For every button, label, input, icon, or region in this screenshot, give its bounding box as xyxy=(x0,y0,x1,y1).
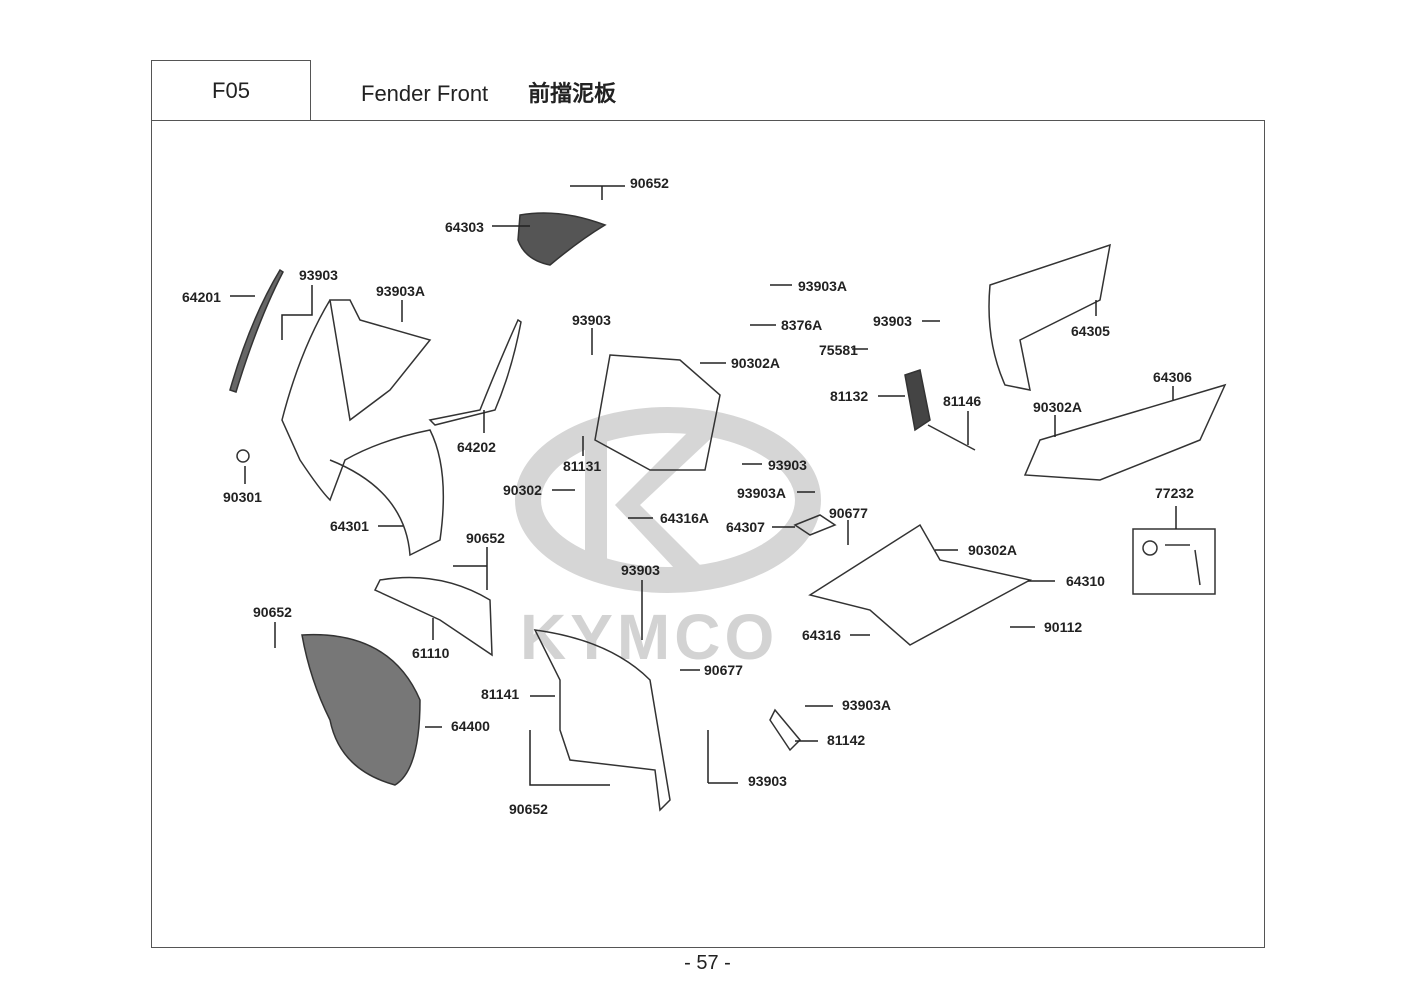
callout-93903: 93903 xyxy=(621,562,660,578)
callout-90652: 90652 xyxy=(630,175,669,191)
part-81142-shape xyxy=(769,708,802,752)
callout-93903: 93903 xyxy=(299,267,338,283)
callout-93903: 93903 xyxy=(748,773,787,789)
page-number: - 57 - xyxy=(684,952,731,974)
callout-90302a: 90302A xyxy=(731,355,781,371)
callout-93903: 93903 xyxy=(873,313,912,329)
callout-64201: 64201 xyxy=(182,289,221,305)
part-64202-shape xyxy=(428,318,522,426)
callout-93903: 93903 xyxy=(768,457,807,473)
part-61110-shape xyxy=(373,576,493,657)
callout-90652: 90652 xyxy=(253,604,292,620)
callout-64400: 64400 xyxy=(451,718,490,734)
title-chinese: 前擋泥板 xyxy=(528,82,617,107)
callout-64202: 64202 xyxy=(457,439,496,455)
callout-90112: 90112 xyxy=(1044,619,1083,635)
page-title: Fender Front 前擋泥板 xyxy=(361,76,616,108)
callout-81146: 81146 xyxy=(943,393,982,409)
section-code: F05 xyxy=(212,77,250,103)
part-77232-box xyxy=(1132,528,1216,595)
part-64306-shape xyxy=(1023,383,1227,481)
callout-8376a: 8376A xyxy=(781,317,823,333)
callout-81132: 81132 xyxy=(830,388,869,404)
callout-93903a: 93903A xyxy=(737,485,787,501)
part-81146-shape xyxy=(927,424,976,451)
callout-90302a: 90302A xyxy=(1033,399,1083,415)
callout-81131: 81131 xyxy=(563,458,602,474)
part-81131-shape xyxy=(594,354,721,471)
callout-77232: 77232 xyxy=(1155,485,1194,501)
callout-93903a: 93903A xyxy=(798,278,848,294)
watermark-brand: KYMCO xyxy=(520,601,779,673)
callout-64316a: 64316A xyxy=(660,510,710,526)
callout-90302: 90302 xyxy=(503,482,542,498)
part-64400-shape xyxy=(301,633,421,786)
diagram-frame xyxy=(151,120,1265,948)
callout-64306: 64306 xyxy=(1153,369,1192,385)
section-code-box xyxy=(151,60,311,121)
callout-90652: 90652 xyxy=(509,801,548,817)
part-64303-shape xyxy=(517,212,607,266)
callout-64303: 64303 xyxy=(445,219,484,235)
callout-90652: 90652 xyxy=(466,530,505,546)
title-english: Fender Front xyxy=(361,81,489,106)
callout-81142: 81142 xyxy=(827,732,866,748)
callout-90302a: 90302A xyxy=(968,542,1018,558)
part-81141-shape xyxy=(533,629,671,812)
callout-64310: 64310 xyxy=(1066,573,1105,589)
callout-93903a: 93903A xyxy=(842,697,892,713)
part-81132-shape xyxy=(904,369,931,432)
callout-93903a: 93903A xyxy=(376,283,426,299)
callout-75581: 75581 xyxy=(819,342,858,358)
callout-90677: 90677 xyxy=(829,505,868,521)
part-64305-shape xyxy=(988,243,1111,391)
part-64301-shape xyxy=(281,299,445,557)
callout-64316: 64316 xyxy=(802,627,841,643)
callout-81141: 81141 xyxy=(481,686,520,702)
callout-90677: 90677 xyxy=(704,662,743,678)
part-64307-shape xyxy=(793,514,837,536)
callout-64301: 64301 xyxy=(330,518,369,534)
callout-64307: 64307 xyxy=(726,519,765,535)
callout-64305: 64305 xyxy=(1071,323,1110,339)
part-64201-shape xyxy=(229,268,284,393)
callout-93903: 93903 xyxy=(572,312,611,328)
callout-61110: 61110 xyxy=(412,645,450,661)
callout-90301: 90301 xyxy=(223,489,262,505)
part-64310-shape xyxy=(808,523,1033,646)
